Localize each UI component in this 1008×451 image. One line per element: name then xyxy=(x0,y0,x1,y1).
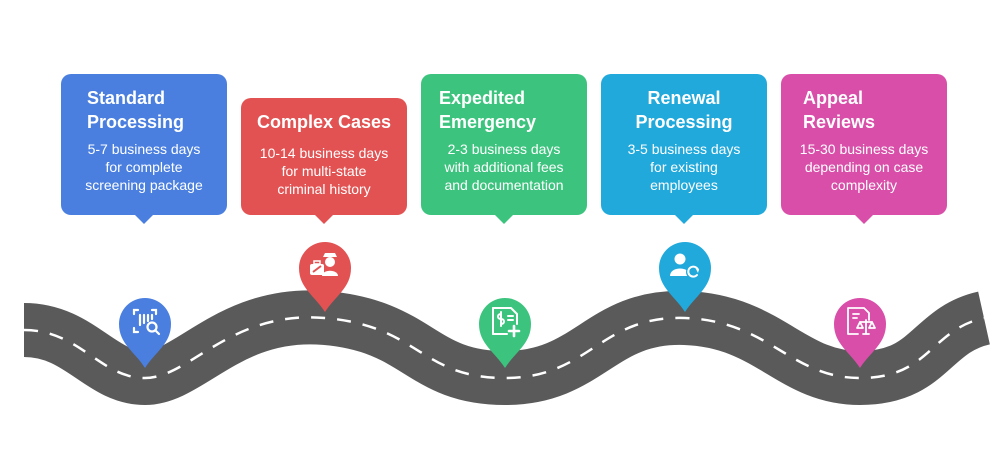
map-pin-renewal xyxy=(659,242,711,312)
map-pin-expedited xyxy=(479,298,531,368)
step-title: Standard Processing xyxy=(87,88,185,132)
step-description: 5-7 business days for complete screening… xyxy=(85,141,203,193)
step-description: 3-5 business days for existing employees xyxy=(627,141,741,193)
step-card-complex: Complex Cases 10-14 business days for mu… xyxy=(241,98,407,224)
map-pin-appeal xyxy=(834,298,886,368)
document-plus-icon xyxy=(492,307,521,338)
map-pin-standard xyxy=(119,298,171,368)
step-card-appeal: Appeal Reviews 15-30 business days depen… xyxy=(781,74,947,224)
user-refresh-icon xyxy=(670,253,700,279)
step-title: Complex Cases xyxy=(256,112,392,132)
step-card-standard: Standard Processing 5-7 business days fo… xyxy=(61,74,227,224)
step-description: 15-30 business days depending on case co… xyxy=(799,141,929,193)
document-scale-icon xyxy=(847,307,876,335)
barcode-search-icon xyxy=(132,308,161,336)
step-description: 2-3 business days with additional fees a… xyxy=(444,141,564,193)
step-description: 10-14 business days for multi-state crim… xyxy=(259,145,389,197)
step-title: Appeal Reviews xyxy=(803,88,876,132)
step-title: Expedited Emergency xyxy=(439,88,537,132)
step-card-expedited: Expedited Emergency 2-3 business days wi… xyxy=(421,74,587,224)
step-title: Renewal Processing xyxy=(635,88,733,132)
road-lane-dashes xyxy=(23,316,985,380)
detective-briefcase-icon xyxy=(310,253,338,276)
map-pin-complex xyxy=(299,242,351,312)
step-card-renewal: Renewal Processing 3-5 business days for… xyxy=(601,74,767,224)
